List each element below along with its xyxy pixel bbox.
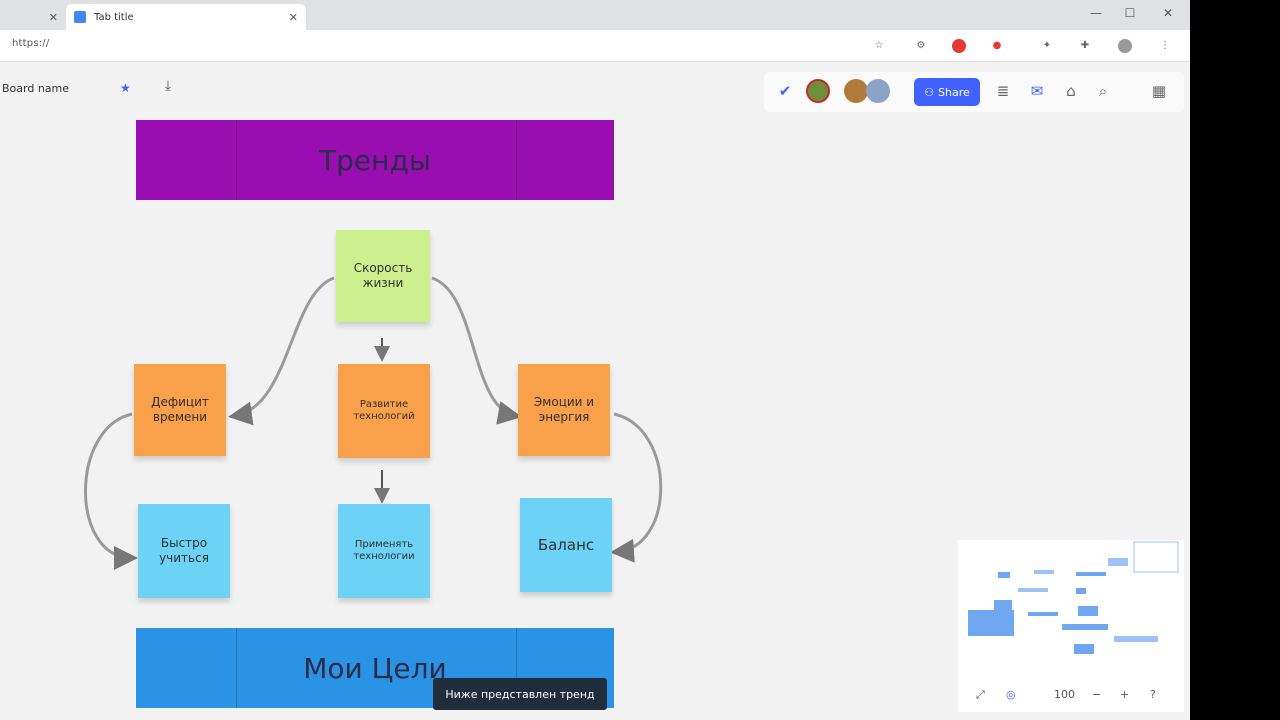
connector-arrow — [610, 412, 663, 563]
minimap-preview — [968, 541, 1179, 654]
help-icon[interactable]: ? — [1150, 688, 1156, 701]
board-name[interactable]: Board name — [2, 82, 70, 95]
user-icon: ⚇ — [924, 85, 935, 99]
minimize-button[interactable]: — — [1090, 6, 1102, 20]
sticky-note[interactable]: Скорость жизни — [336, 230, 430, 322]
app-window: ✕ Tab title ✕ — ☐ ✕ https:// ☆ ⚙ ● ✦ ✚ ⋮… — [0, 0, 1190, 720]
sticky-text: Скорость жизни — [353, 261, 413, 290]
notifications-icon[interactable]: ⌂ — [1066, 82, 1076, 100]
close-icon[interactable]: ✕ — [48, 10, 58, 24]
frame-title: Мои Цели — [303, 651, 447, 685]
record-extension-icon[interactable] — [952, 39, 966, 53]
zoom-in-icon[interactable]: + — [1120, 688, 1130, 701]
board-canvas[interactable]: Тренды Скорость жизни Дефицит времени Ра… — [0, 118, 1190, 720]
pin-extension-icon[interactable]: ● — [992, 40, 1002, 51]
connector-arrow — [431, 276, 522, 425]
check-icon[interactable]: ✔ — [778, 82, 792, 100]
sticky-text: Развитие технологий — [353, 398, 415, 423]
sticky-text: Применять технологии — [353, 538, 415, 563]
board-header: Board name ★ ⤓ ✔ ⚇ Share ≣ ✉ ⌂ ⌕ ▦ — [0, 62, 1190, 118]
favicon-icon — [74, 11, 86, 23]
share-label: Share — [938, 85, 970, 99]
maximize-button[interactable]: ☐ — [1124, 6, 1136, 20]
address-bar: https:// ☆ ⚙ ● ✦ ✚ ⋮ — [0, 30, 1190, 62]
sticky-note[interactable]: Эмоции и энергия — [518, 364, 610, 456]
zoom-level[interactable]: 100 — [1054, 688, 1075, 701]
trends-frame[interactable]: Тренды — [136, 120, 614, 200]
browser-tab[interactable]: ✕ — [0, 4, 66, 30]
profile-icon[interactable] — [1118, 39, 1132, 53]
avatar[interactable] — [866, 79, 890, 103]
menu-dots-icon[interactable]: ⋮ — [1160, 40, 1170, 51]
minimap[interactable]: ⤢ ◎ 100 − + ? — [958, 540, 1184, 712]
bookmark-icon[interactable]: ☆ — [874, 40, 884, 51]
tooltip: Ниже представлен тренд — [433, 678, 607, 710]
url-field[interactable]: https:// — [12, 38, 50, 49]
comments-icon[interactable]: ✉ — [1030, 82, 1044, 100]
fit-screen-icon[interactable]: ⤢ — [976, 688, 985, 701]
connector-arrow — [84, 412, 138, 570]
puzzle-icon[interactable]: ✚ — [1080, 40, 1090, 51]
sticky-note[interactable]: Применять технологии — [338, 504, 430, 598]
sticky-text: Быстро учиться — [159, 536, 209, 565]
tab-title: Tab title — [94, 11, 134, 23]
browser-tab-active[interactable]: Tab title ✕ — [66, 4, 306, 30]
star-icon[interactable]: ★ — [120, 81, 131, 95]
zoom-out-icon[interactable]: − — [1092, 688, 1102, 701]
sticky-note[interactable]: Развитие технологий — [338, 364, 430, 458]
sticky-note[interactable]: Баланс — [520, 498, 612, 592]
sticky-text: Дефицит времени — [151, 395, 209, 424]
window-close-button[interactable]: ✕ — [1162, 6, 1174, 20]
extension-icon[interactable]: ⚙ — [916, 40, 926, 51]
map-icon[interactable]: ◎ — [1006, 688, 1016, 701]
search-icon[interactable]: ⌕ — [1098, 82, 1108, 100]
share-button[interactable]: ⚇ Share — [914, 78, 980, 106]
browser-tab-strip: ✕ Tab title ✕ — ☐ ✕ — [0, 0, 1190, 30]
avatar[interactable] — [844, 79, 868, 103]
present-icon[interactable]: ≣ — [996, 82, 1010, 100]
extension-icon[interactable]: ✦ — [1042, 40, 1052, 51]
sidebar-toggle-icon[interactable]: ▦ — [1151, 82, 1167, 100]
avatar[interactable] — [806, 79, 830, 103]
sticky-text: Эмоции и энергия — [533, 395, 595, 424]
close-icon[interactable]: ✕ — [288, 10, 298, 24]
sticky-note[interactable]: Дефицит времени — [134, 364, 226, 456]
frame-title: Тренды — [319, 143, 431, 177]
sticky-note[interactable]: Быстро учиться — [138, 504, 230, 598]
export-icon[interactable]: ⤓ — [164, 78, 172, 94]
connector-arrow — [228, 276, 335, 426]
connectors — [84, 276, 663, 570]
collaboration-toolbar: ✔ ⚇ Share ≣ ✉ ⌂ ⌕ ▦ — [764, 72, 1184, 112]
sticky-text: Баланс — [537, 535, 595, 554]
